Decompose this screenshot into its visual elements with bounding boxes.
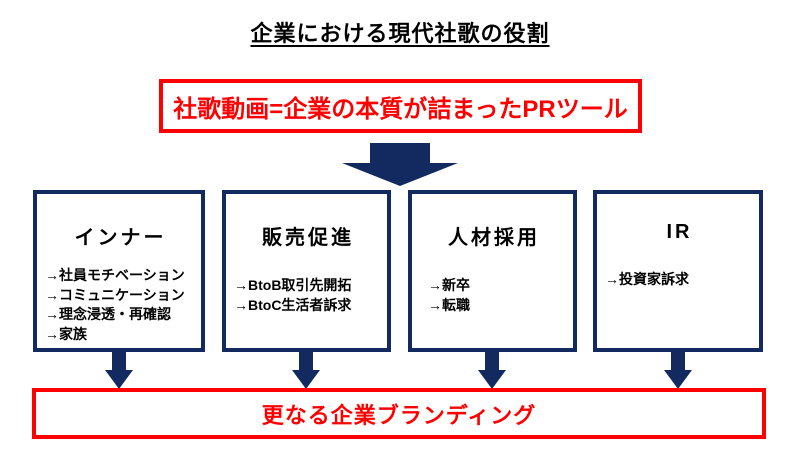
page-title-text: 企業における現代社歌の役割 bbox=[250, 21, 550, 46]
category-item: →理念浸透・再確認 bbox=[45, 306, 171, 323]
category-title: 販売促進 bbox=[262, 227, 354, 249]
category-item: →投資家訴求 bbox=[605, 271, 689, 287]
category-item: →BtoC生活者訴求 bbox=[234, 296, 352, 313]
category-item: →社員モチベーション bbox=[45, 267, 185, 283]
down-arrow-icon bbox=[478, 348, 506, 389]
big-down-arrow-icon bbox=[342, 143, 458, 186]
category-item: →転職 bbox=[428, 296, 470, 313]
category-items: →投資家訴求 bbox=[597, 270, 759, 290]
category-title: 人材採用 bbox=[448, 227, 540, 249]
footer-text: 更なる企業ブランディング bbox=[261, 402, 537, 428]
category-item: →コミュニケーション bbox=[45, 286, 185, 303]
down-arrow-icon bbox=[664, 348, 692, 389]
banner-box: 社歌動画=企業の本質が詰まったPRツール bbox=[159, 79, 642, 133]
category-title: インナー bbox=[74, 227, 167, 249]
category-box-inner: インナー →社員モチベーション →コミュニケーション →理念浸透・再確認 →家族 bbox=[33, 190, 205, 352]
category-item: →家族 bbox=[45, 325, 87, 342]
category-item: →BtoB取引先開拓 bbox=[234, 277, 352, 293]
down-arrow-icon bbox=[292, 348, 320, 389]
category-items: →新卒 →転職 bbox=[412, 276, 573, 315]
category-box-recruiting: 人材採用 →新卒 →転職 bbox=[408, 190, 577, 352]
down-arrow-icon bbox=[105, 348, 133, 389]
footer-box: 更なる企業ブランディング bbox=[32, 388, 766, 439]
category-item: →新卒 bbox=[428, 277, 470, 293]
category-box-ir: IR →投資家訴求 bbox=[593, 190, 763, 352]
page-title: 企業における現代社歌の役割 bbox=[0, 16, 800, 48]
category-title: IR bbox=[666, 221, 693, 243]
banner-text: 社歌動画=企業の本質が詰まったPRツール bbox=[173, 95, 628, 123]
category-box-sales-promotion: 販売促進 →BtoB取引先開拓 →BtoC生活者訴求 bbox=[222, 190, 391, 352]
category-items: →BtoB取引先開拓 →BtoC生活者訴求 bbox=[226, 276, 387, 315]
category-items: →社員モチベーション →コミュニケーション →理念浸透・再確認 →家族 bbox=[37, 266, 201, 344]
